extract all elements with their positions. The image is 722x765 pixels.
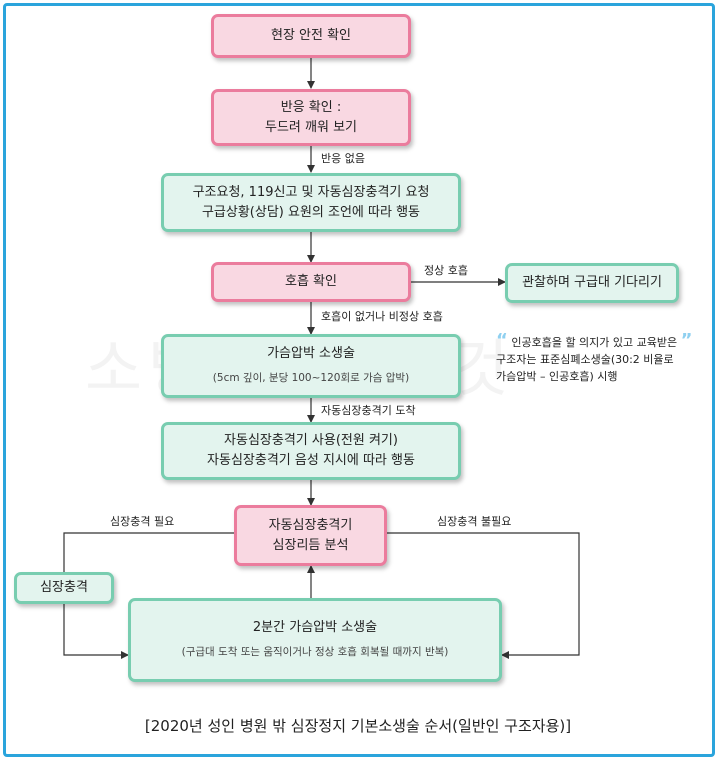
site-safety-box: 현장 안전 확인 [211,14,411,58]
arrow-shock-not-needed [387,532,580,659]
arrow-shock-to-cpr2 [63,604,129,659]
rhythm-analysis-box: 자동심장충격기 심장리듬 분석 [234,505,387,566]
rhythm-line-2: 심장리듬 분석 [272,537,349,553]
ventilation-note: “ 인공호흡을 할 의지가 있고 교육받은 ” 구조자는 표준심폐소생술(30:… [496,332,711,385]
note-line-2: 구조자는 표준심폐소생술(30:2 비율로 [496,353,674,366]
aed-use-box: 자동심장충격기 사용(전원 켜기) 자동심장충격기 음성 지시에 따라 행동 [161,422,461,480]
cpr-2min-detail: (구급대 도착 또는 움직이거나 정상 호흡 회복될 때까지 반복) [181,646,449,658]
label-no-response: 반응 없음 [321,152,365,165]
call-help-line-1: 구조요청, 119신고 및 자동심장충격기 요청 [192,184,430,200]
note-line-3: 가슴압박 – 인공호흡) 시행 [496,370,618,383]
site-safety-text: 현장 안전 확인 [270,28,352,43]
check-breathing-box: 호흡 확인 [211,262,411,302]
cpr-2min-box: 2분간 가슴압박 소생술 (구급대 도착 또는 움직이거나 정상 호흡 회복될 … [128,598,502,682]
cpr-title: 가슴압박 소생술 [267,346,355,361]
call-help-line-2: 구급상황(상담) 요원의 조언에 따라 행동 [201,204,421,220]
check-response-line-2: 두드려 깨워 보기 [265,119,357,135]
close-quote-icon: ” [680,330,693,351]
call-help-box: 구조요청, 119신고 및 자동심장충격기 요청 구급상황(상담) 요원의 조언… [161,173,461,232]
note-line-1: 인공호흡을 할 의지가 있고 교육받은 [511,336,678,349]
check-response-line-1: 반응 확인 : [280,99,342,115]
shock-box: 심장충격 [14,572,114,604]
label-normal-breathing: 정상 호흡 [424,264,468,277]
check-breathing-text: 호흡 확인 [285,274,337,289]
label-abnormal-breathing: 호흡이 없거나 비정상 호흡 [321,310,443,323]
cpr-2min-title: 2분간 가슴압박 소생술 [252,620,378,635]
figure-caption: [2020년 성인 병원 밖 심장정지 기본소생술 순서(일반인 구조자용)] [144,717,572,735]
label-aed-arrival: 자동심장충격기 도착 [321,404,416,417]
shock-text: 심장충격 [40,580,88,595]
check-response-box: 반응 확인 : 두드려 깨워 보기 [211,89,411,146]
aed-use-line-1: 자동심장충격기 사용(전원 켜기) [224,433,398,448]
label-shock-not-needed: 심장충격 불필요 [437,515,512,528]
cpr-detail: (5cm 깊이, 분당 100~120회로 가슴 압박) [212,372,410,384]
label-shock-needed: 심장충격 필요 [110,515,175,528]
open-quote-icon: “ [496,330,508,351]
aed-use-line-2: 자동심장충격기 음성 지시에 따라 행동 [207,453,415,468]
line-shock-needed [63,532,234,572]
observe-wait-box: 관찰하며 구급대 기다리기 [505,263,679,303]
observe-wait-text: 관찰하며 구급대 기다리기 [522,275,662,290]
cpr-box: 가슴압박 소생술 (5cm 깊이, 분당 100~120회로 가슴 압박) [161,334,461,398]
rhythm-line-1: 자동심장충격기 [268,517,353,533]
